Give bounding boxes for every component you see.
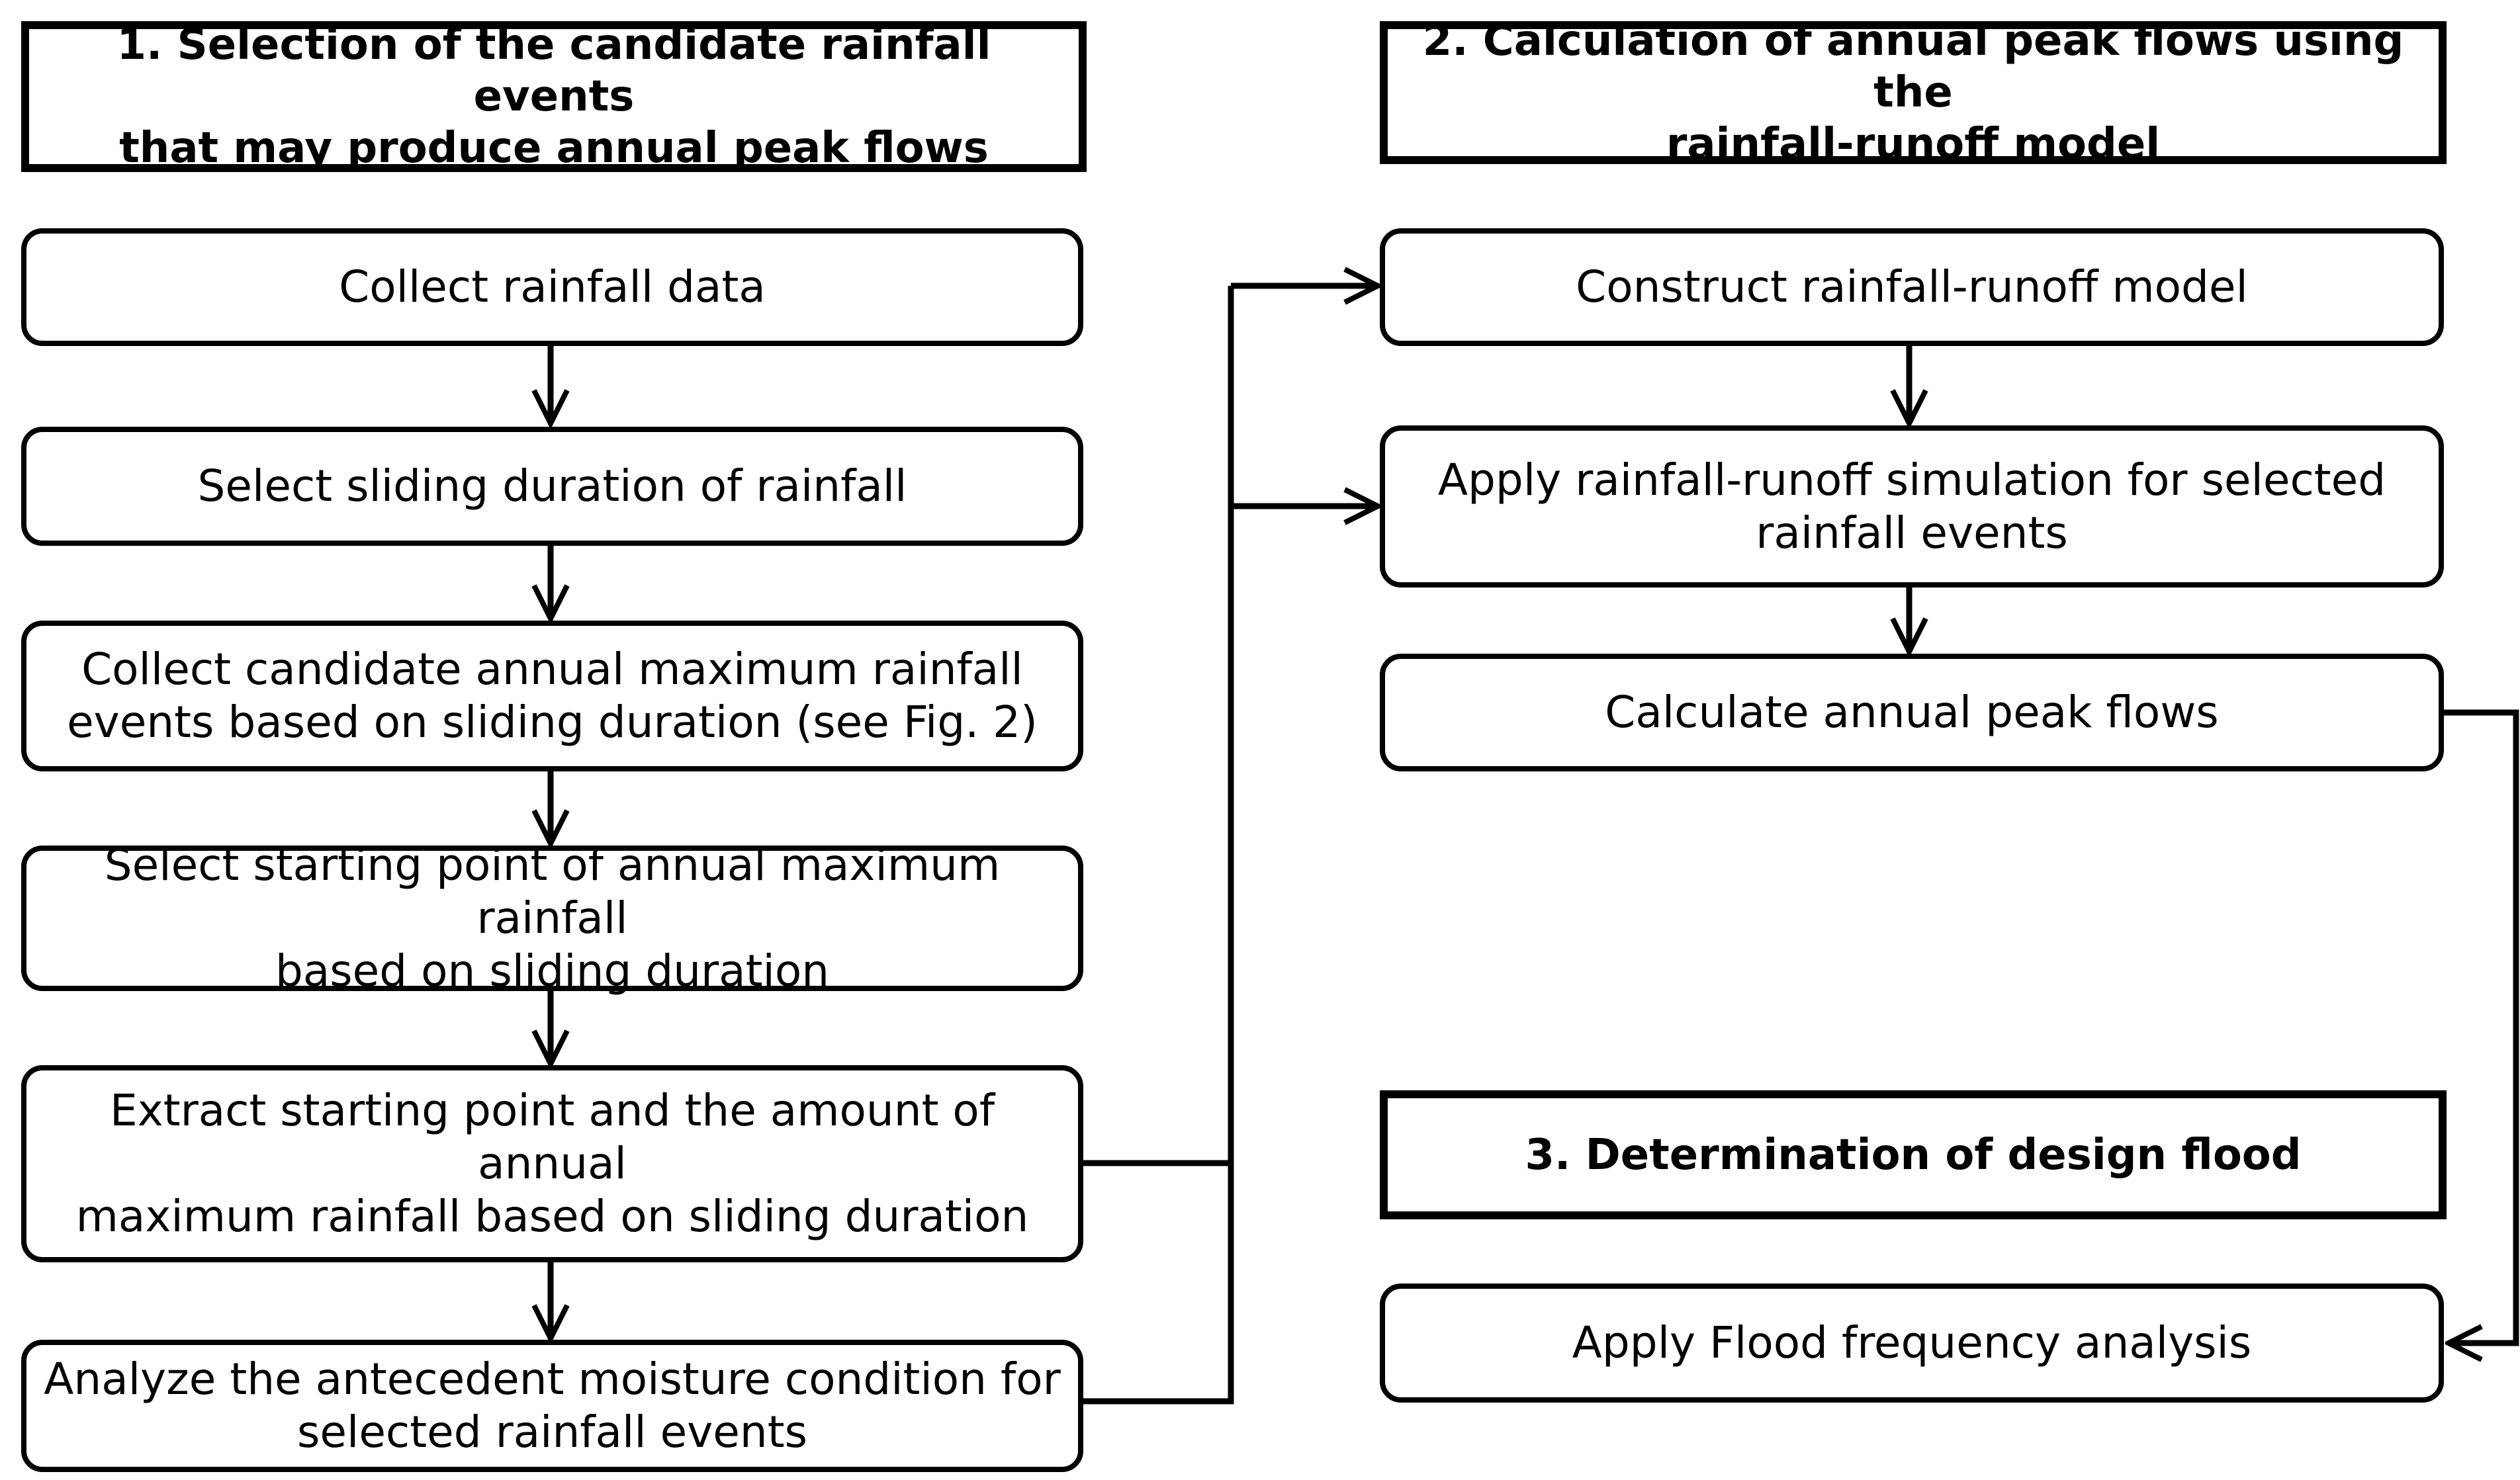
section-3-title: 3. Determination of design flood (1525, 1130, 2302, 1180)
step-collect-candidate-events: Collect candidate annual maximum rainfal… (21, 621, 1083, 771)
section-1-title-line2: that may produce annual peak flows (119, 124, 989, 173)
step-apply-rainfall-runoff-simulation: Apply rainfall-runoff simulation for sel… (1380, 425, 2444, 588)
step-calculate-annual-peak-flows: Calculate annual peak flows (1380, 654, 2444, 771)
step-collect-candidate-line1: Collect candidate annual maximum rainfal… (81, 644, 1023, 695)
section-2-title-line2: rainfall-runoff model (1666, 120, 2161, 169)
step-construct-rainfall-runoff-model: Construct rainfall-runoff model (1380, 228, 2444, 346)
step-analyze-amc-line1: Analyze the antecedent moisture conditio… (44, 1354, 1061, 1405)
section-2-header: 2. Calculation of annual peak flows usin… (1380, 17, 2447, 169)
step-select-starting-point: Select starting point of annual maximum … (21, 840, 1083, 996)
step-analyze-amc-line2: selected rainfall events (296, 1407, 808, 1458)
step-apply-simulation-line1: Apply rainfall-runoff simulation for sel… (1437, 454, 2386, 505)
section-1-header: 1. Selection of the candidate rainfall e… (21, 21, 1087, 173)
step-collect-rainfall-data-label: Collect rainfall data (339, 261, 766, 312)
step-select-sliding-duration: Select sliding duration of rainfall (21, 427, 1083, 546)
step-calc-peak-label: Calculate annual peak flows (1605, 687, 2219, 738)
step-analyze-antecedent-moisture: Analyze the antecedent moisture conditio… (21, 1340, 1083, 1472)
step-select-sliding-duration-label: Select sliding duration of rainfall (197, 460, 907, 511)
section-1-title-line1: 1. Selection of the candidate rainfall e… (116, 21, 991, 121)
step-apply-ffa-label: Apply Flood frequency analysis (1572, 1317, 2252, 1368)
step-collect-rainfall-data: Collect rainfall data (21, 228, 1083, 346)
step-select-starting-line2: based on sliding duration (275, 945, 830, 996)
step-extract-starting-line1: Extract starting point and the amount of… (109, 1085, 995, 1189)
arrow-calc-to-ffa (2442, 709, 2519, 1343)
section-2-title-line1: 2. Calculation of annual peak flows usin… (1422, 17, 2404, 117)
step-apply-flood-frequency-analysis: Apply Flood frequency analysis (1380, 1284, 2444, 1403)
step-select-starting-line1: Select starting point of annual maximum … (104, 840, 1001, 943)
step-collect-candidate-line2: events based on sliding duration (see Fi… (67, 697, 1038, 748)
step-extract-starting-line2: maximum rainfall based on sliding durati… (75, 1191, 1029, 1242)
section-3-header: 3. Determination of design flood (1380, 1090, 2447, 1219)
step-construct-model-label: Construct rainfall-runoff model (1576, 261, 2248, 312)
connector-analyze-to-bus (1081, 286, 1234, 1405)
step-extract-starting-point: Extract starting point and the amount of… (21, 1065, 1083, 1262)
step-apply-simulation-line2: rainfall events (1756, 507, 2068, 558)
